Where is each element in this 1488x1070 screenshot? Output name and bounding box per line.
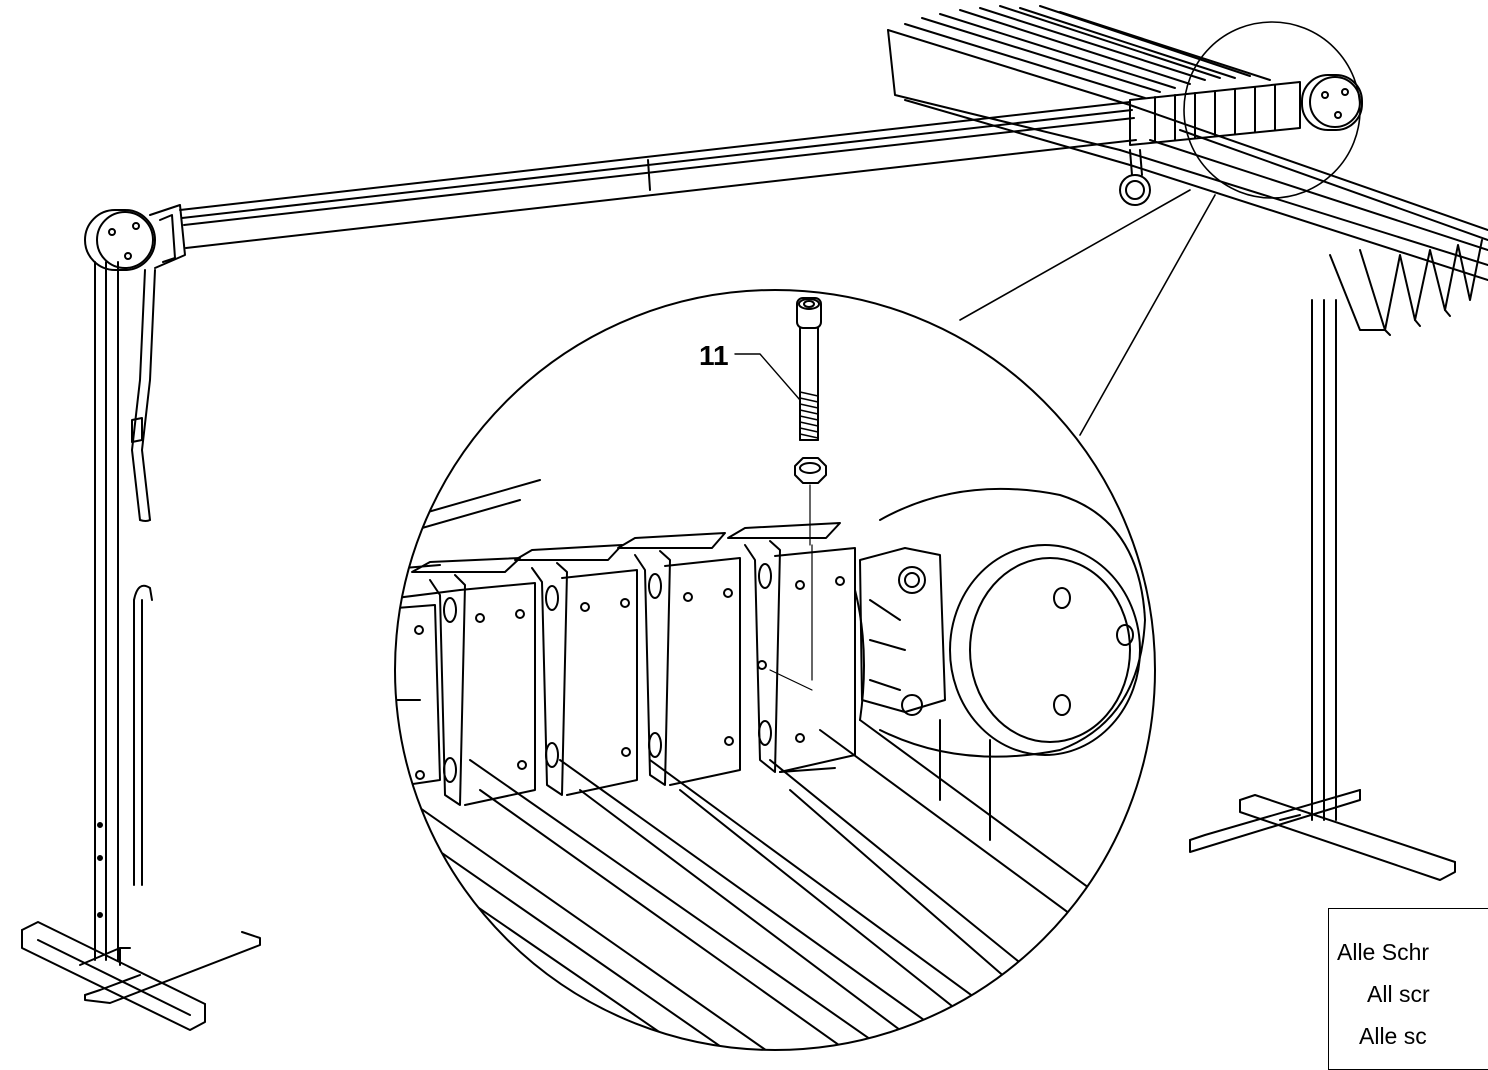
- note-line-de: Alle Schr: [1337, 939, 1430, 965]
- note-box: Alle Schr All scr Alle sc: [1328, 908, 1488, 1070]
- callout-number-11: 11: [699, 340, 729, 371]
- pleated-fabric: [887, 5, 1488, 336]
- note-line-en: All scr: [1367, 981, 1430, 1007]
- bracket-2: [514, 544, 638, 796]
- bolt-11: [796, 297, 822, 441]
- detail-view: [394, 289, 1156, 1051]
- bracket-1: [411, 557, 536, 806]
- note-line-nl: Alle sc: [1359, 1023, 1427, 1049]
- left-foot: [21, 921, 261, 1031]
- detail-indicator-circle: [959, 21, 1361, 436]
- callout-leader: [734, 353, 801, 401]
- right-post: [1311, 299, 1337, 821]
- crank-handle: [131, 269, 156, 886]
- bracket-4: [727, 522, 856, 773]
- left-end-cap: [84, 204, 186, 271]
- end-cap-detail: [854, 487, 1146, 841]
- right-end-cap: [1119, 74, 1363, 206]
- bracket-3: [617, 532, 741, 786]
- top-beam: [179, 101, 1137, 249]
- nut: [794, 457, 827, 546]
- right-foot: [1189, 789, 1456, 881]
- left-post: [94, 261, 119, 961]
